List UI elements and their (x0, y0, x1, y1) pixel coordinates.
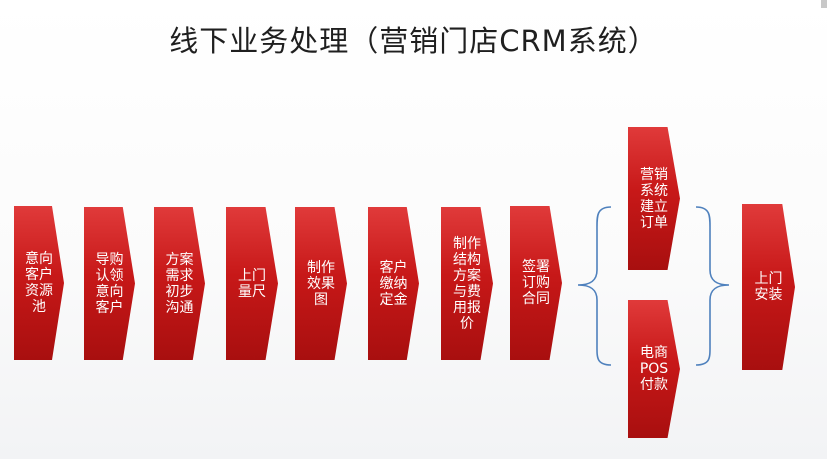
step-pay-deposit: 客户 缴纳 定金 (368, 207, 419, 360)
step-label-line: 与费 (453, 283, 481, 300)
step-label-line: 结构 (453, 251, 481, 268)
step-label-line: 意向 (95, 283, 124, 300)
step-pos-payment: 电商 POS 付款 (628, 300, 680, 438)
step-label-line: 订购 (522, 275, 550, 291)
step-label-line: 上门 (238, 267, 266, 284)
step-label-line: 沟通 (165, 299, 194, 316)
step-label-line: 合同 (522, 291, 550, 307)
split-brace (577, 206, 612, 366)
step-plan-communication: 方案 需求 初步 沟通 (154, 207, 205, 360)
step-render-drawing: 制作 效果 图 (295, 207, 347, 360)
step-label-line: 方案 (165, 251, 194, 268)
slide-title: 线下业务处理（营销门店CRM系统） (169, 24, 658, 58)
step-label-line: 付款 (640, 377, 668, 393)
step-sign-contract: 签署 订购 合同 (510, 206, 562, 360)
step-label-line: 价 (460, 315, 474, 332)
step-label-line: 安装 (754, 287, 783, 303)
step-guide-claim-customer: 导购 认领 意向 客户 (84, 207, 135, 360)
step-label-line: 需求 (165, 267, 194, 284)
merge-brace (695, 206, 730, 366)
step-label-line: 签署 (522, 259, 550, 275)
step-label-line: 认领 (95, 267, 124, 284)
step-label-line: 用报 (453, 299, 481, 316)
step-label-line: 缴纳 (379, 275, 408, 292)
step-label-line: 客户 (95, 299, 124, 316)
step-label-line: 效果 (307, 275, 335, 292)
step-installation: 上门 安装 (742, 204, 795, 370)
step-label-line: 客户 (25, 267, 53, 283)
step-label-line: 系统 (640, 182, 668, 199)
step-home-measurement: 上门 量尺 (226, 207, 278, 360)
step-label-line: 方案 (453, 267, 481, 284)
step-create-order: 营销 系统 建立 订单 (628, 127, 680, 270)
step-label-line: 建立 (640, 198, 668, 215)
step-label-line: 定金 (379, 291, 408, 308)
step-structure-quote: 制作 结构 方案 与费 用报 价 (441, 207, 493, 360)
step-intent-customer-pool: 意向 客户 资源 池 (14, 206, 64, 360)
step-label-line: 池 (32, 299, 46, 315)
step-label-line: 电商 (640, 345, 668, 361)
step-label-line: 制作 (453, 235, 481, 252)
step-label-line: 客户 (379, 259, 408, 276)
step-label-line: POS (639, 361, 669, 377)
step-label-line: 量尺 (238, 283, 266, 300)
corner-marker (821, 0, 827, 8)
step-label-line: 上门 (754, 271, 783, 287)
step-label-line: 资源 (25, 283, 53, 299)
step-label-line: 制作 (307, 259, 335, 276)
step-label-line: 初步 (165, 283, 194, 300)
step-label-line: 营销 (640, 166, 668, 183)
step-label-line: 意向 (25, 251, 53, 267)
step-label-line: 导购 (95, 251, 124, 268)
step-label-line: 图 (314, 291, 328, 308)
step-label-line: 订单 (640, 214, 668, 231)
